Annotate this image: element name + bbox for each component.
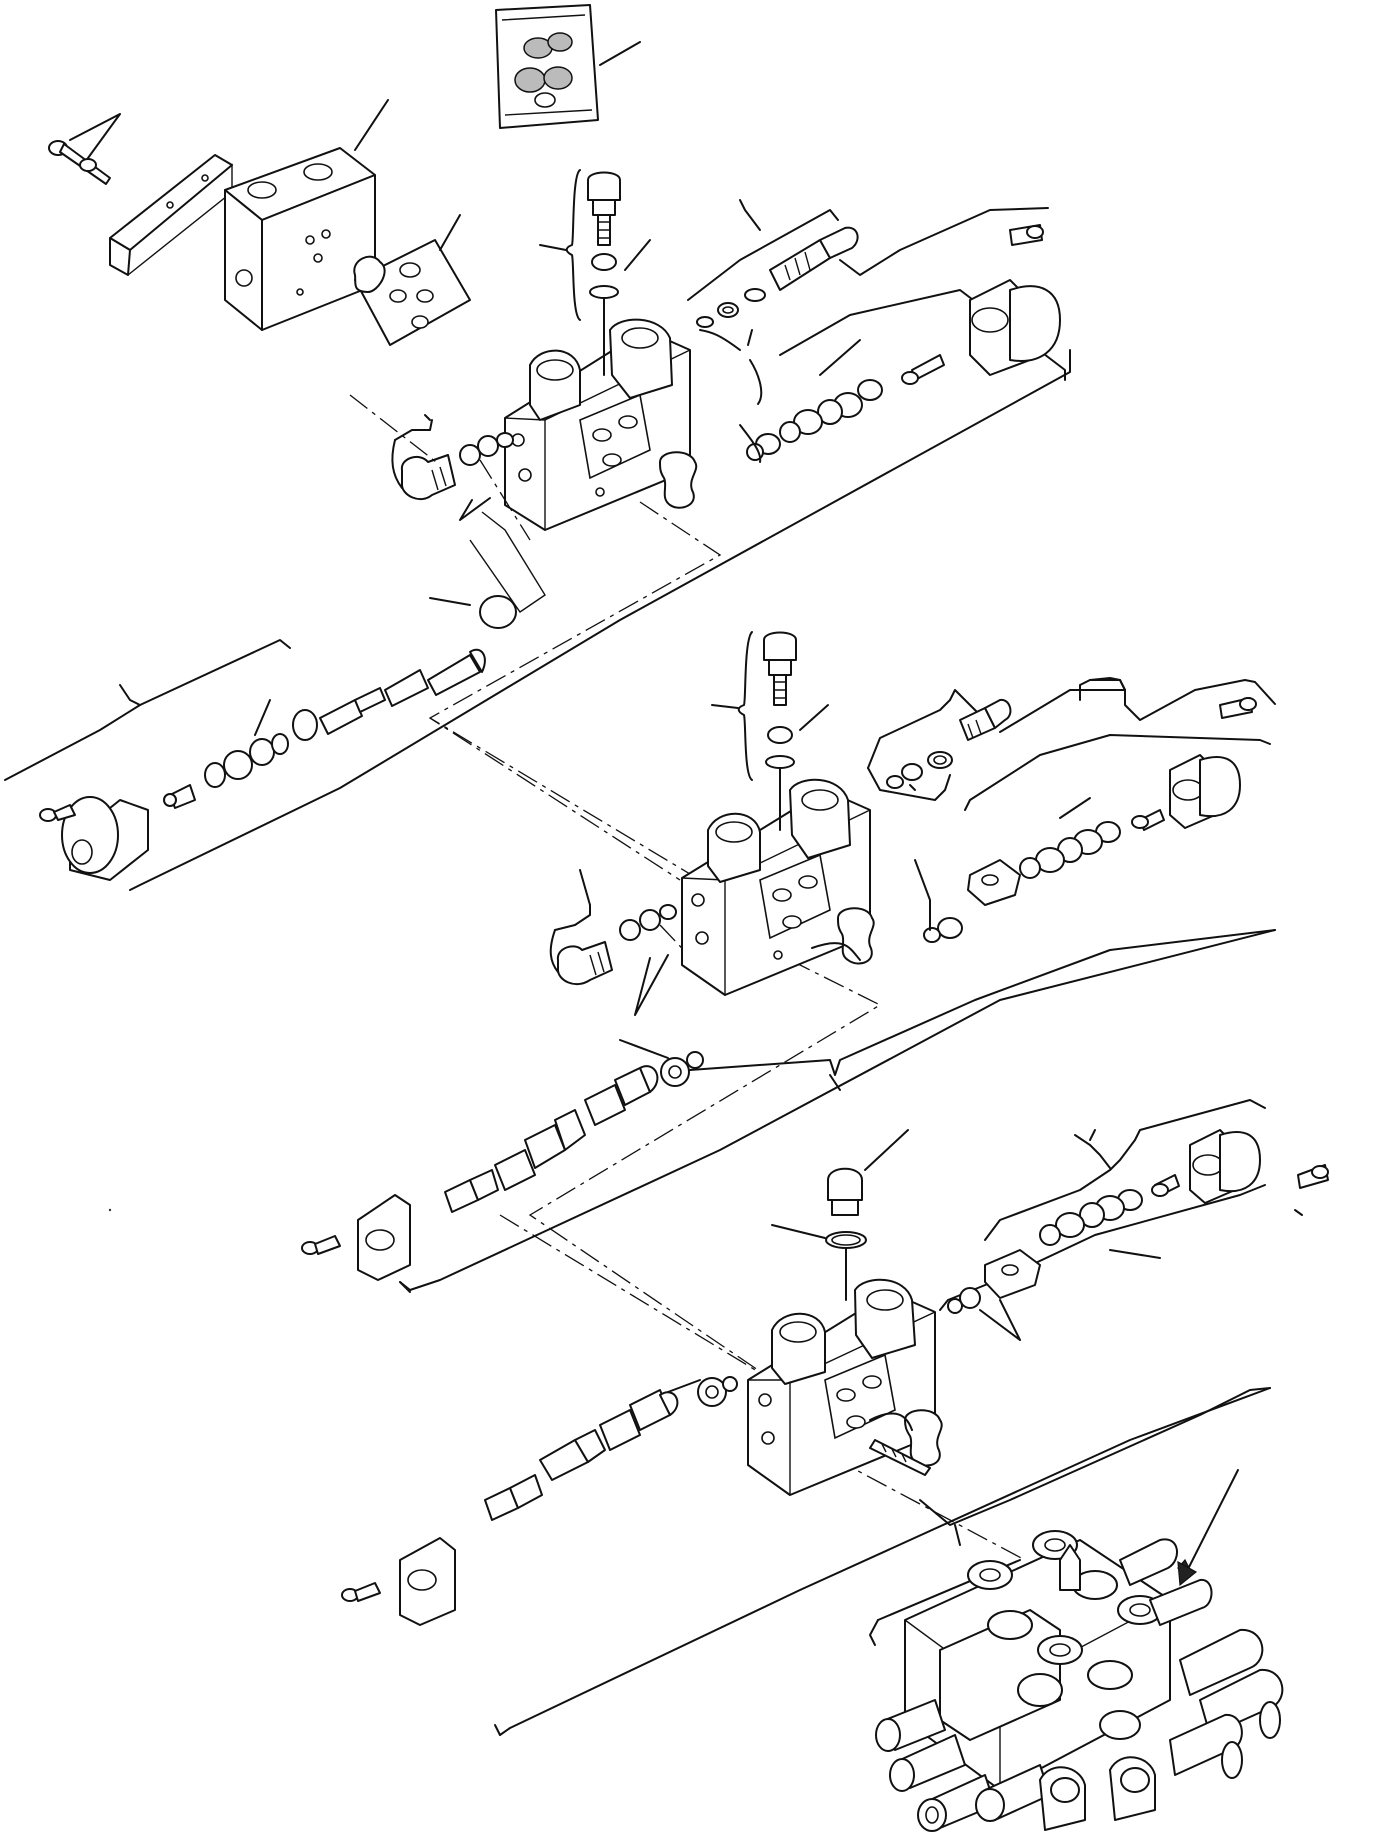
section-1-oring-link (429, 511, 546, 629)
spool-cap-group-2-right (914, 677, 1276, 943)
spool-group-1-left (39, 648, 486, 881)
valve-section-1-body (504, 318, 698, 531)
bolt-pair-top (48, 113, 121, 185)
artifact-dot (108, 1208, 112, 1212)
end-plug-group-2-left (549, 869, 677, 1016)
divider-bar-3 (494, 1387, 1271, 1736)
assembled-valve-view (869, 1469, 1284, 1832)
cartridge-group-1-upper (687, 199, 859, 351)
gasket-plate-top (353, 214, 471, 346)
spool-cap-group-1-right (739, 207, 1066, 463)
valve-section-2-body (681, 778, 875, 996)
spool-group-3-left (341, 1376, 738, 1626)
seal-kit-package (495, 4, 641, 129)
mounting-bracket (109, 154, 233, 276)
end-cover-block (224, 99, 389, 331)
cartridge-group-2-upper (867, 689, 1012, 801)
relief-plug-3 (771, 1129, 909, 1301)
end-plug-group-1-left (391, 414, 514, 521)
spool-group-2-left (301, 1039, 704, 1281)
divider-bar-2 (399, 929, 1276, 1293)
spool-cap-group-3-right (939, 1099, 1329, 1341)
relief-plug-stack-1 (539, 169, 651, 376)
valve-section-3-body (747, 1278, 943, 1496)
divider-bar-1 (4, 349, 1071, 891)
relief-plug-stack-2 (711, 631, 829, 831)
